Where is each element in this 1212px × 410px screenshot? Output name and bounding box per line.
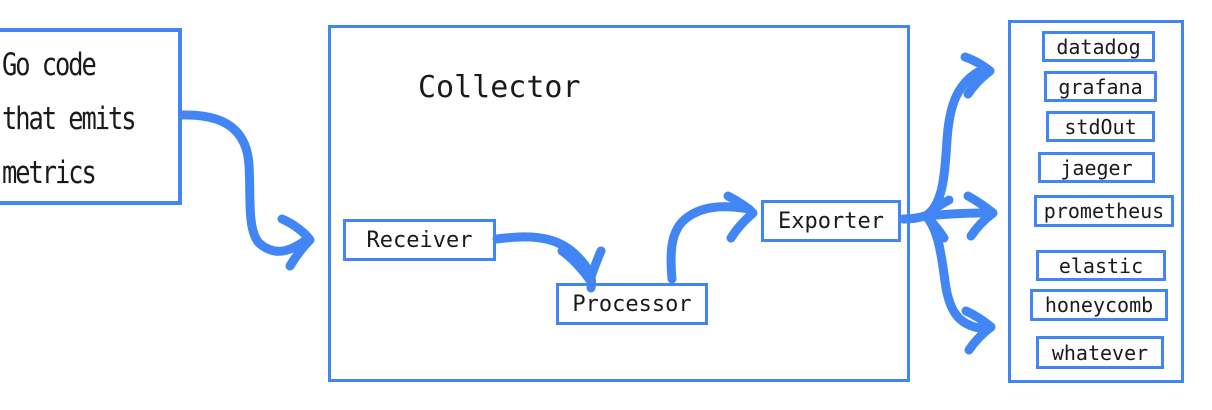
destination-stdout-label: stdOut	[1064, 114, 1137, 139]
destination-elastic-label: elastic	[1058, 253, 1144, 278]
destination-honeycomb-label: honeycomb	[1044, 293, 1154, 317]
destination-grafana-label: grafana	[1058, 74, 1143, 99]
destination-whatever-label: whatever	[1051, 340, 1149, 365]
stage-processor-box: Processor	[556, 283, 708, 325]
destination-honeycomb-box: honeycomb	[1030, 289, 1168, 321]
collector-title: Collector	[418, 70, 581, 105]
arrow-source-to-receiver	[178, 110, 315, 271]
arrow-fanout-middle	[921, 191, 998, 241]
destination-datadog-box: datadog	[1042, 31, 1155, 62]
arrow-fanout-top	[921, 52, 995, 221]
arrow-fanout-bottom	[921, 211, 996, 355]
go-code-source-text: Go code that emits metrics	[2, 47, 137, 191]
destination-grafana-box: grafana	[1044, 71, 1157, 102]
stage-exporter-label: Exporter	[778, 208, 884, 234]
destination-jaeger-box: jaeger	[1038, 152, 1155, 183]
destination-stdout-box: stdOut	[1046, 111, 1155, 142]
go-code-source-box: Go code that emits metrics	[0, 28, 182, 205]
destination-prometheus-label: prometheus	[1043, 199, 1165, 223]
destination-datadog-label: datadog	[1056, 34, 1141, 59]
destination-jaeger-label: jaeger	[1060, 155, 1133, 180]
destination-whatever-box: whatever	[1036, 336, 1164, 369]
stage-receiver-box: Receiver	[343, 219, 496, 261]
destination-elastic-box: elastic	[1036, 250, 1166, 281]
stage-processor-label: Processor	[572, 291, 692, 317]
stage-receiver-label: Receiver	[366, 227, 473, 253]
stage-exporter-box: Exporter	[761, 200, 901, 242]
destination-prometheus-box: prometheus	[1034, 195, 1174, 227]
